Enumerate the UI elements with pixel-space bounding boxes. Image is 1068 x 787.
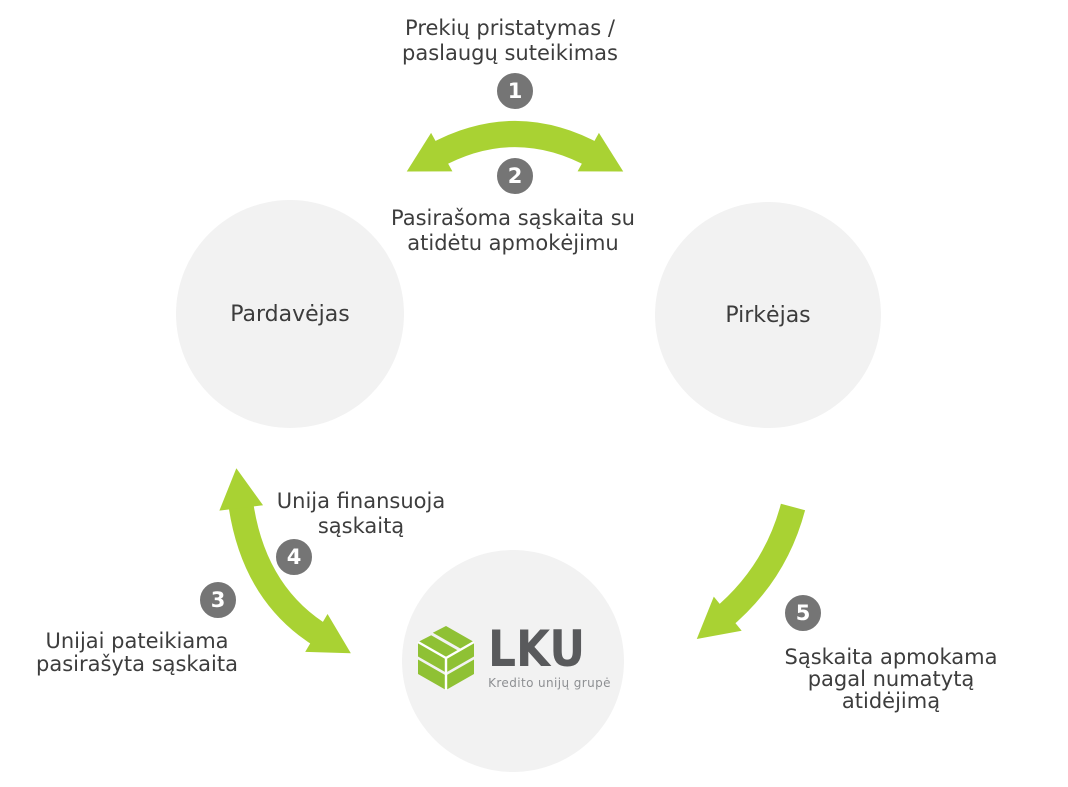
step5-label: Sąskaita apmokama pagal numatytą atidėji…: [785, 646, 998, 712]
step2-label: Pasirašoma sąskaita su atidėtu apmokėjim…: [391, 206, 635, 256]
step2-label-line2: atidėtu apmokėjimu: [407, 231, 619, 255]
delivery-invoice-arrow-icon: [406, 121, 624, 172]
lku-circle: LKU Kredito unijų grupė: [402, 550, 624, 772]
financing-arrow-icon: [219, 468, 351, 654]
step4-label-line1: Unija finansuoja: [276, 489, 446, 513]
step5-label-line1: Sąskaita apmokama: [784, 645, 998, 669]
step-badge-3-number: 3: [210, 588, 226, 612]
step1-label: Prekių pristatymas / paslaugų suteikimas: [402, 16, 618, 66]
lku-logo: LKU Kredito unijų grupė: [415, 623, 611, 693]
step3-label-line1: Unijai pateikiama: [45, 629, 229, 653]
lku-woven-cube-icon: [417, 626, 475, 690]
step3-label: Unijai pateikiama pasirašyta sąskaita: [36, 630, 238, 676]
step3-label-line2: pasirašyta sąskaita: [36, 652, 238, 676]
step-badge-1-number: 1: [507, 79, 523, 103]
step1-label-line2: paslaugų suteikimas: [402, 41, 618, 65]
buyer-label: Pirkėjas: [725, 302, 811, 328]
lku-logo-texts: LKU Kredito unijų grupė: [488, 619, 611, 690]
lku-logo-tagline: Kredito unijų grupė: [488, 675, 611, 690]
step5-label-line3: atidėjimą: [841, 689, 941, 713]
step-badge-3: 3: [198, 580, 238, 620]
step-badge-1: 1: [495, 71, 535, 111]
step-badge-4: 4: [274, 537, 314, 577]
payment-arrow-icon: [696, 503, 806, 640]
step4-label-line2: sąskaitą: [317, 514, 405, 538]
buyer-circle: Pirkėjas: [655, 202, 881, 428]
step1-label-line1: Prekių pristatymas /: [405, 16, 615, 40]
step5-label-line2: pagal numatytą: [807, 667, 975, 691]
step4-label: Unija finansuoja sąskaitą: [277, 489, 445, 539]
seller-circle: Pardavėjas: [176, 200, 404, 428]
step2-label-line1: Pasirašoma sąskaita su: [391, 206, 635, 230]
step-badge-5-number: 5: [795, 601, 811, 625]
step-badge-2-number: 2: [507, 164, 523, 188]
step-badge-2: 2: [495, 156, 535, 196]
step-badge-4-number: 4: [286, 545, 302, 569]
seller-label: Pardavėjas: [230, 301, 350, 327]
step-badge-5: 5: [783, 593, 823, 633]
lku-logo-name: LKU: [488, 619, 586, 678]
